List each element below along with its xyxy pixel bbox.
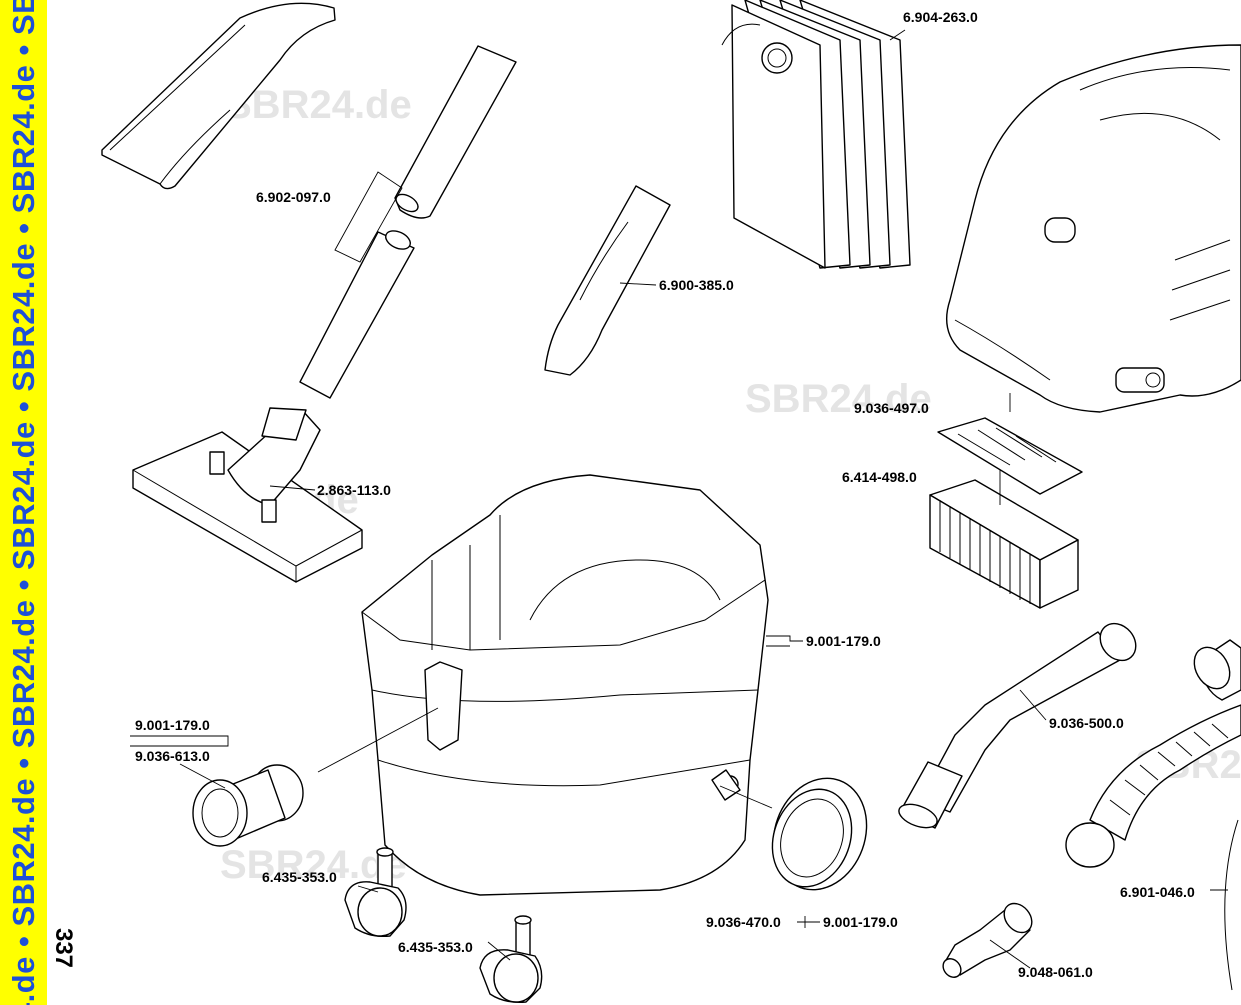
leader-lines xyxy=(130,29,1228,969)
part-label-container: 9.001-179.0 xyxy=(806,633,881,649)
watermark: SBR24.de xyxy=(225,83,412,127)
part-label-adapter-nozzle: 9.048-061.0 xyxy=(1018,964,1093,980)
extension-tubes xyxy=(299,45,517,399)
filter-bag-set xyxy=(721,0,911,269)
hose-bend-tube xyxy=(898,622,1137,829)
watermark: SBR24.de xyxy=(745,377,932,421)
container-cap xyxy=(771,777,868,891)
castor-wheel-upper xyxy=(344,847,407,938)
part-label-adapter-lower: 9.036-613.0 xyxy=(135,748,210,764)
crevice-nozzle xyxy=(544,185,671,376)
watermark: SBR24.de xyxy=(220,843,407,887)
part-label-cap: 9.036-470.0 xyxy=(706,914,781,930)
dirt-container xyxy=(361,474,769,896)
hose-adapter xyxy=(192,764,304,847)
flat-pleated-filter xyxy=(929,479,1079,609)
vacuum-motor-head xyxy=(946,44,1241,413)
part-label-hose-bend: 9.036-500.0 xyxy=(1049,715,1124,731)
part-label-adapter-upper: 9.001-179.0 xyxy=(135,717,210,733)
part-label-flat-filter: 6.414-498.0 xyxy=(842,469,917,485)
castor-wheel-lower xyxy=(479,915,543,1004)
floor-nozzle xyxy=(132,407,363,583)
part-label-castor-upper: 6.435-353.0 xyxy=(262,869,337,885)
adapter-nozzle xyxy=(942,902,1033,978)
part-label-cap-ref: 9.001-179.0 xyxy=(823,914,898,930)
part-label-bag-set: 6.904-263.0 xyxy=(903,9,978,25)
part-label-extension-tubes: 6.902-097.0 xyxy=(256,189,331,205)
upholstery-nozzle xyxy=(101,2,336,190)
sidebar-watermark-strip: 24.de • SBR24.de • SBR24.de • SBR24.de •… xyxy=(0,0,47,1005)
part-label-filter-frame: 9.036-497.0 xyxy=(854,400,929,416)
filter-frame xyxy=(937,417,1083,495)
part-label-suction-hose: 6.901-046.0 xyxy=(1120,884,1195,900)
part-label-floor-nozzle: 2.863-113.0 xyxy=(317,482,391,498)
part-label-castor-lower: 6.435-353.0 xyxy=(398,939,473,955)
suction-hose xyxy=(1065,639,1241,991)
part-label-crevice-nozzle: 6.900-385.0 xyxy=(659,277,734,293)
